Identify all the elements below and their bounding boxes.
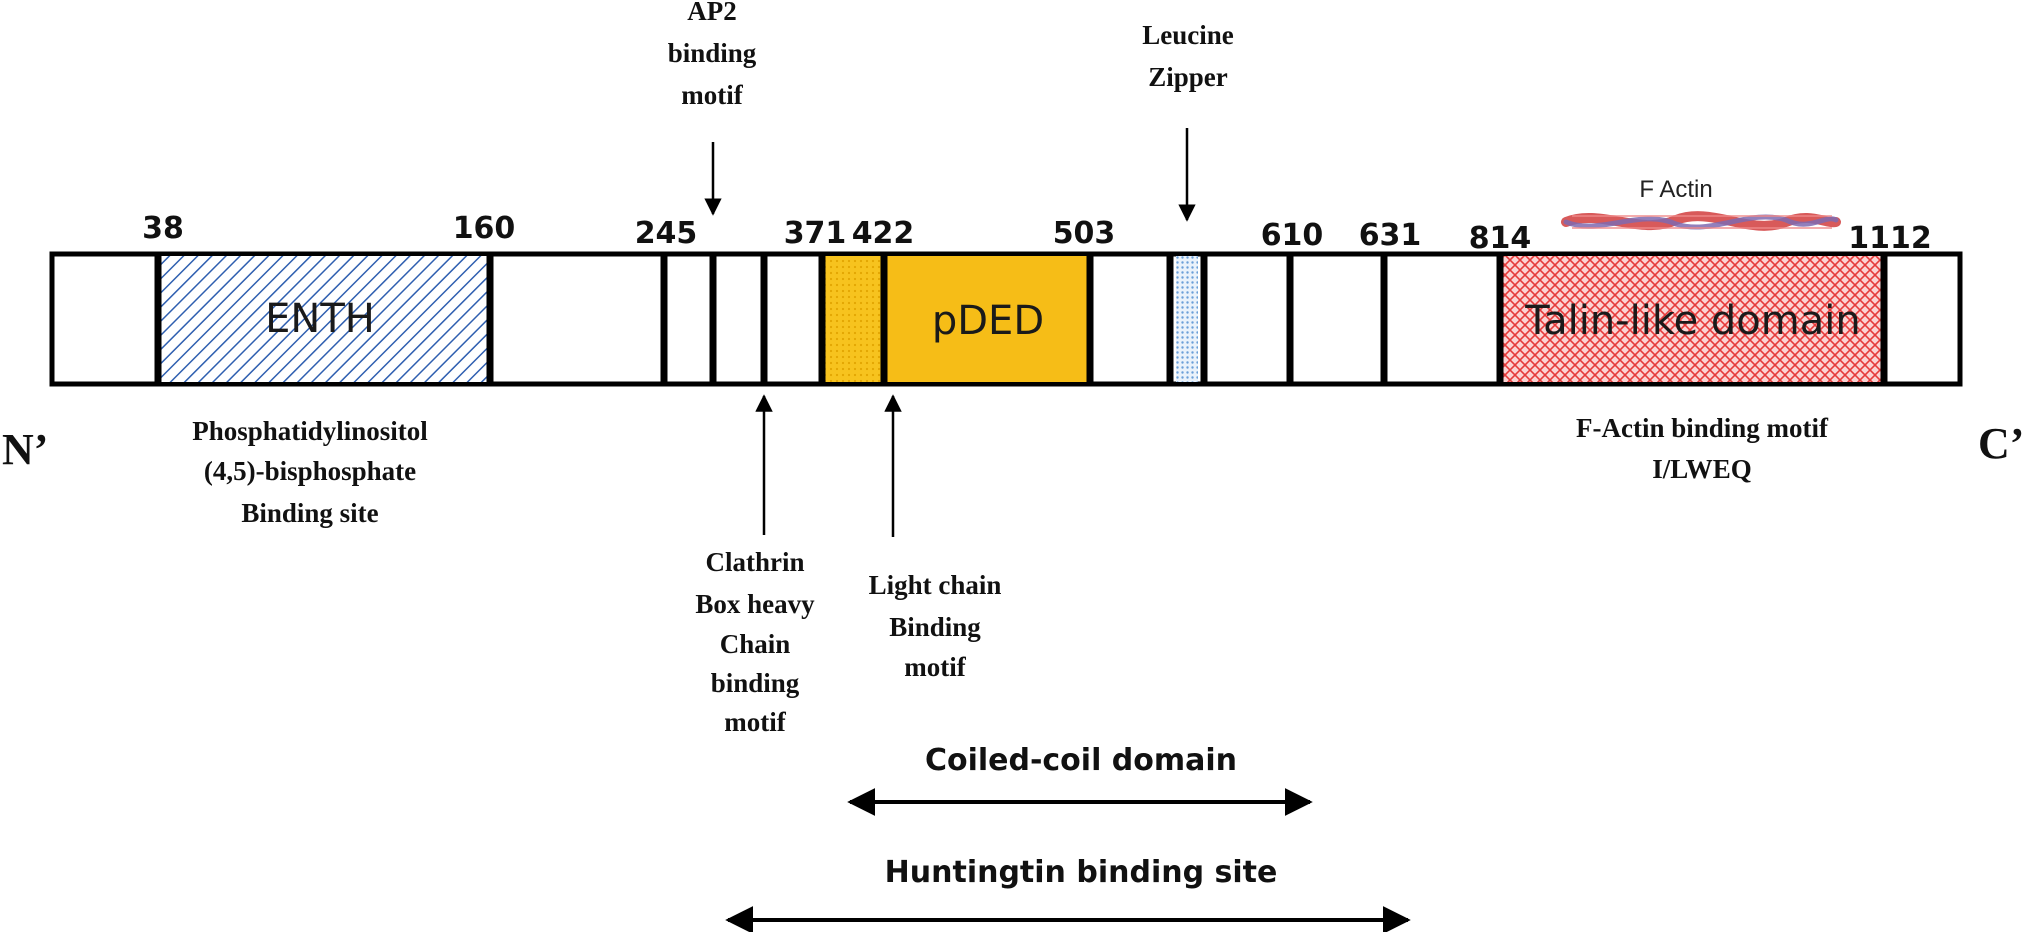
huntingtin-range: Huntingtin binding site — [725, 855, 1411, 932]
leucine-label-line: Leucine — [1142, 20, 1234, 50]
huntingtin-label: Huntingtin binding site — [885, 855, 1278, 890]
position-labels: 38 160 245 371 422 503 610 631 814 1112 — [142, 211, 1932, 256]
c-terminal-label: C’ — [1978, 419, 2024, 468]
position-label: 422 — [852, 216, 915, 251]
f-actin-motif-line: I/LWEQ — [1652, 454, 1752, 484]
clathrin-label-line: binding — [711, 668, 800, 698]
position-label: 160 — [453, 211, 516, 246]
pded-label: pDED — [932, 298, 1044, 344]
position-label: 610 — [1261, 218, 1324, 253]
enth-label: ENTH — [265, 296, 375, 342]
position-label: 503 — [1053, 216, 1116, 251]
position-label: 1112 — [1848, 221, 1932, 256]
pded-domain — [884, 256, 1090, 382]
light-chain-annotation: Light chain Binding motif — [869, 394, 1002, 682]
leucine-zipper-region — [1176, 256, 1198, 382]
clathrin-label-line: Clathrin — [705, 547, 804, 577]
position-label: 814 — [1469, 221, 1532, 256]
pip2-label-line: Binding site — [241, 498, 378, 528]
pded-light-chain-region — [822, 256, 884, 382]
clathrin-label-line: Chain — [720, 629, 791, 659]
pip2-annotation: Phosphatidylinositol (4,5)-bisphosphate … — [192, 416, 428, 528]
f-actin-motif-line: F-Actin binding motif — [1576, 413, 1829, 443]
f-actin-motif-annotation: F-Actin binding motif I/LWEQ — [1576, 413, 1829, 484]
talin-label: Talin-like domain — [1524, 298, 1860, 344]
ap2-annotation: AP2 binding motif — [668, 0, 757, 216]
ap2-label-line: AP2 — [687, 0, 737, 26]
light-chain-label-line: Binding — [889, 612, 981, 642]
light-chain-label-line: Light chain — [869, 570, 1002, 600]
clathrin-annotation: Clathrin Box heavy Chain binding motif — [695, 394, 815, 737]
talin-like-domain — [1500, 256, 1884, 382]
enth-domain — [158, 256, 490, 382]
ap2-label-line: binding — [668, 38, 757, 68]
n-terminal-label: N’ — [2, 425, 48, 474]
light-chain-label-line: motif — [904, 652, 966, 682]
pip2-label-line: (4,5)-bisphosphate — [204, 456, 416, 486]
clathrin-label-line: motif — [724, 707, 786, 737]
position-label: 245 — [635, 216, 698, 251]
clathrin-label-line: Box heavy — [695, 589, 815, 619]
position-label: 371 — [784, 216, 847, 251]
coiled-coil-range: Coiled-coil domain — [847, 743, 1313, 816]
f-actin-filament-icon — [1561, 211, 1841, 231]
f-actin-label: F Actin — [1639, 176, 1712, 203]
coiled-coil-label: Coiled-coil domain — [925, 743, 1237, 778]
pip2-label-line: Phosphatidylinositol — [192, 416, 428, 446]
leucine-zipper-annotation: Leucine Zipper — [1142, 20, 1234, 222]
position-label: 631 — [1359, 218, 1422, 253]
ap2-label-line: motif — [681, 80, 743, 110]
position-label: 38 — [142, 211, 184, 246]
segment-dividers — [154, 254, 1888, 384]
leucine-label-line: Zipper — [1148, 62, 1228, 92]
